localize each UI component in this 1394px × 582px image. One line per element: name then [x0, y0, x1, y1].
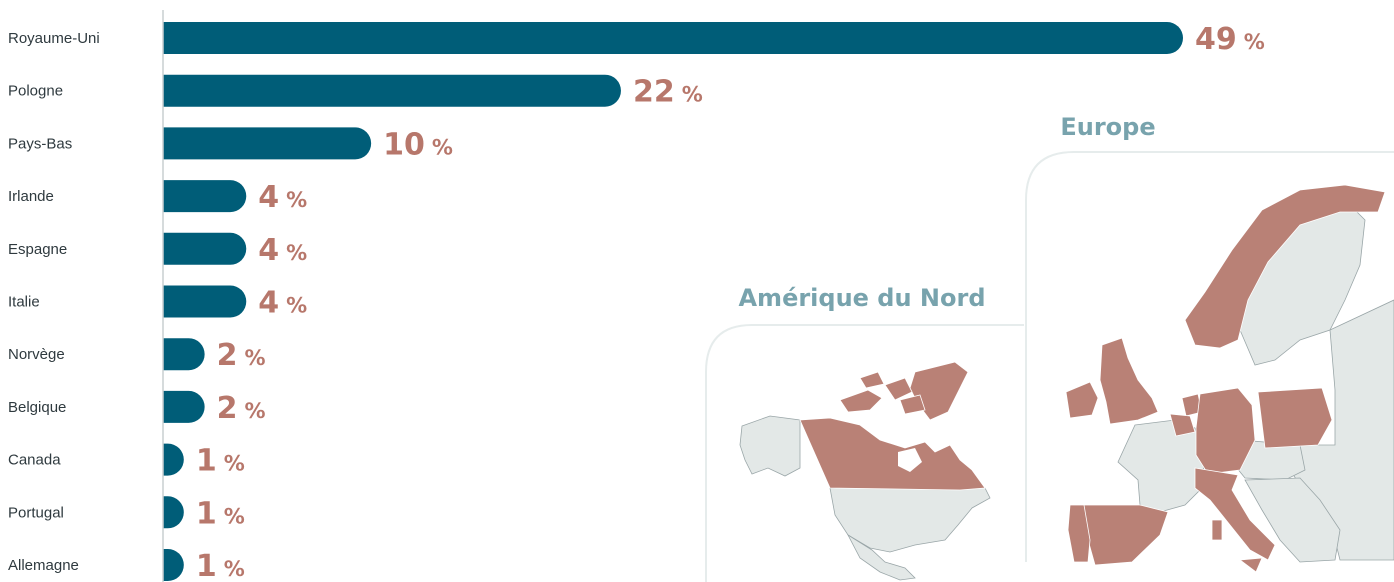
- alaska-shape: [739, 415, 801, 477]
- value-label: 10%: [383, 127, 453, 162]
- value-label: 1%: [196, 444, 245, 479]
- value-label: 1%: [196, 496, 245, 531]
- category-label: Pays-Bas: [8, 135, 72, 152]
- europe-panel-border: [1025, 151, 1394, 562]
- bar: [163, 549, 184, 581]
- usa-shape: [829, 487, 991, 553]
- mexico-shape: [846, 533, 916, 581]
- category-label: Pologne: [8, 83, 63, 100]
- germany-shape: [1195, 387, 1256, 475]
- belgium-shape: [1169, 413, 1196, 437]
- bar: [163, 443, 184, 476]
- category-label: Italie: [8, 294, 40, 311]
- europe-map: [1065, 184, 1394, 573]
- bar: [163, 22, 1183, 54]
- balkans-shape: [1244, 477, 1341, 563]
- canada-islands-shape: [839, 371, 926, 415]
- sicily-shape: [1238, 557, 1263, 573]
- value-label: 22%: [633, 75, 703, 110]
- category-label: Canada: [8, 452, 61, 469]
- canada-shape: [799, 417, 986, 491]
- value-label: 2%: [217, 338, 266, 373]
- value-label: 4%: [258, 286, 307, 321]
- category-label: Portugal: [8, 504, 64, 521]
- bar: [163, 180, 247, 213]
- united-kingdom-shape: [1099, 337, 1159, 425]
- italy-shape: [1194, 467, 1276, 561]
- bar: [163, 338, 205, 371]
- portugal-shape: [1067, 504, 1091, 563]
- bar-chart: Royaume-Uni 49% Pologne 22% Pays-Bas 10% Irlan…: [8, 22, 1265, 582]
- hudson-bay-shape: [898, 448, 922, 472]
- value-label: 4%: [258, 233, 307, 268]
- spain-shape: [1081, 504, 1169, 566]
- category-label: Norvège: [8, 346, 65, 363]
- norway-shape: [1184, 184, 1386, 349]
- category-label: Irlande: [8, 188, 54, 205]
- sardinia-shape: [1211, 519, 1223, 541]
- bar: [163, 390, 205, 423]
- north-america-map: [739, 361, 991, 581]
- category-label: Allemagne: [8, 557, 79, 574]
- category-label: Espagne: [8, 241, 67, 258]
- category-label: Belgique: [8, 399, 66, 416]
- europe-panel: Europe: [1025, 113, 1394, 573]
- ireland-shape: [1065, 381, 1099, 419]
- value-label: 49%: [1195, 22, 1265, 57]
- north-america-panel-border: [705, 324, 1024, 582]
- bar: [163, 74, 621, 107]
- value-label: 1%: [196, 549, 245, 582]
- bar: [163, 232, 247, 265]
- value-label: 4%: [258, 180, 307, 215]
- bar: [163, 285, 247, 318]
- greenland-shape: [909, 361, 969, 421]
- poland-shape: [1257, 387, 1333, 449]
- value-label: 2%: [217, 391, 266, 426]
- france-shape: [1117, 419, 1206, 513]
- north-america-title: Amérique du Nord: [738, 284, 985, 312]
- category-label: Royaume-Uni: [8, 30, 100, 47]
- north-america-panel: Amérique du Nord: [705, 284, 1024, 582]
- bar: [163, 496, 184, 529]
- europe-title: Europe: [1060, 113, 1155, 141]
- bar: [163, 127, 372, 160]
